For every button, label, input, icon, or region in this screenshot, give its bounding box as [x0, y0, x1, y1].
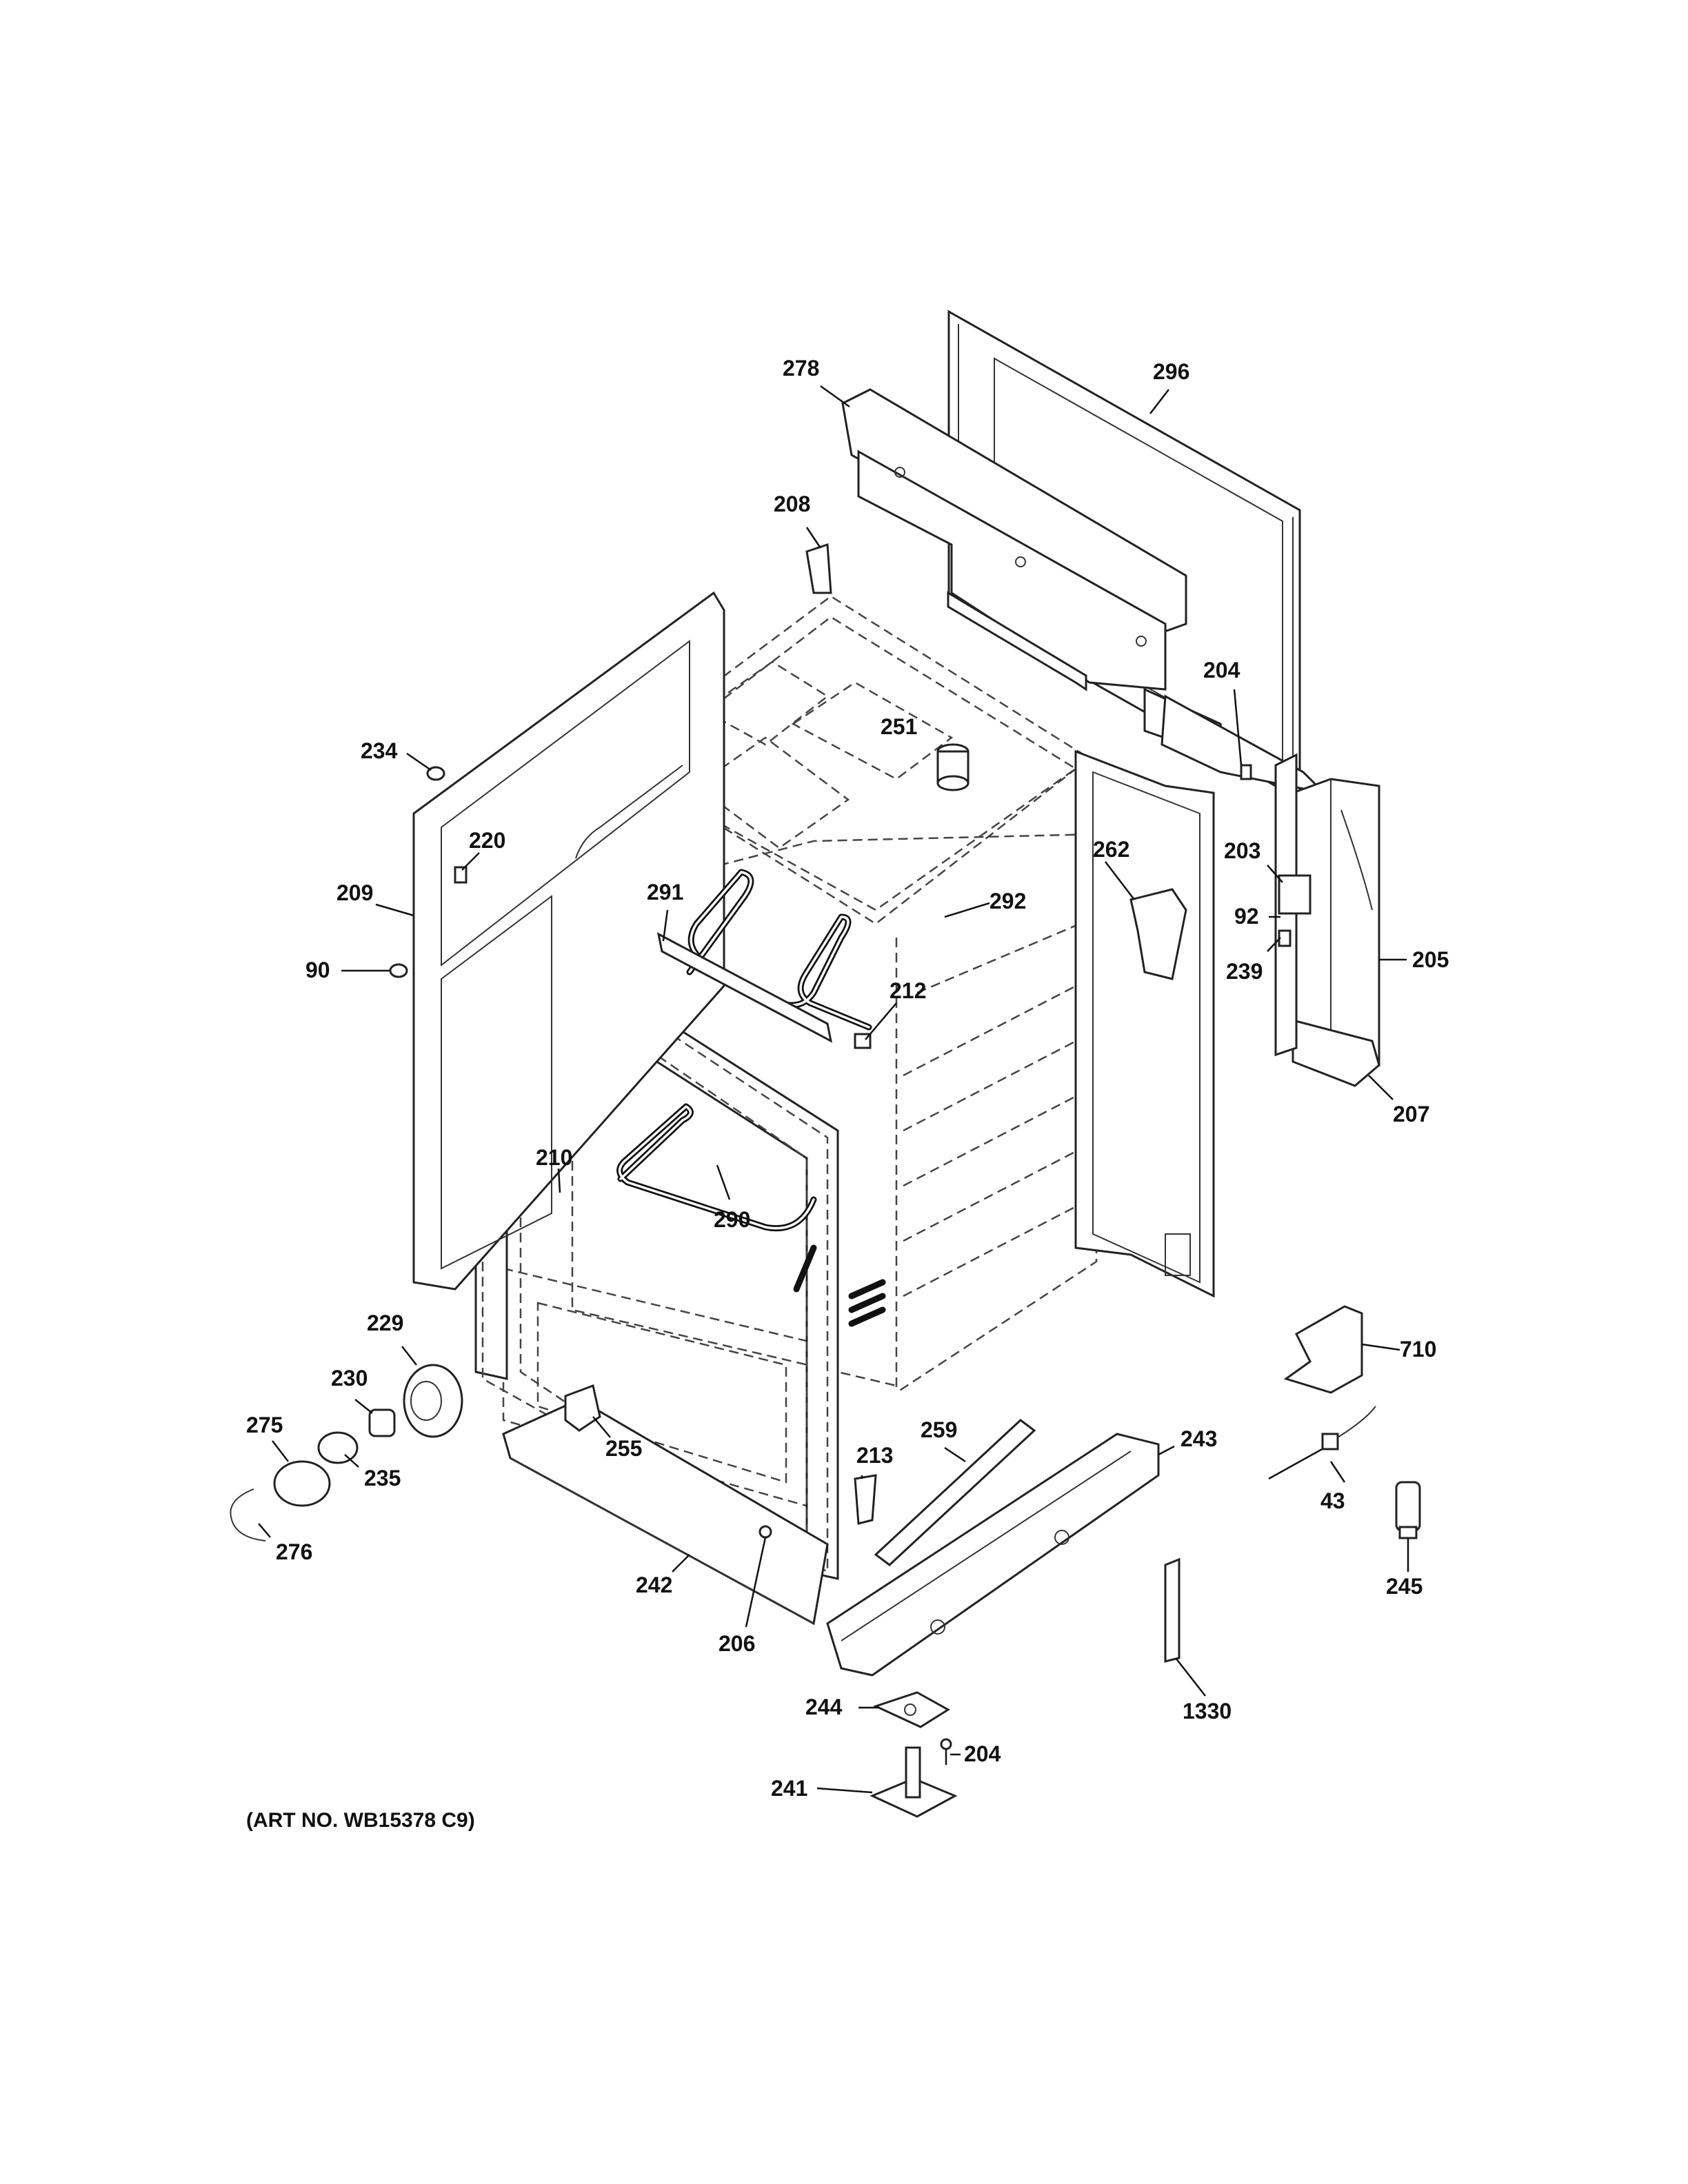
leveling-foot: [870, 1746, 958, 1818]
screw-small: [940, 1738, 952, 1765]
callout-207: 207: [1393, 1102, 1429, 1126]
oven-light-assembly: [230, 1364, 463, 1541]
leveling-leg: [1395, 1481, 1421, 1539]
anti-tip-bracket: [1283, 1305, 1363, 1394]
callout-291: 291: [647, 880, 683, 904]
side-panel: [412, 591, 725, 1291]
callout-251: 251: [881, 714, 917, 739]
vent-duct: [936, 743, 969, 791]
callout-234: 234: [361, 738, 398, 763]
callout-230: 230: [331, 1366, 368, 1391]
bracket: [1164, 1557, 1180, 1663]
bake-element: [616, 1103, 886, 1327]
callout-213: 213: [856, 1443, 893, 1468]
temperature-sensor: [1268, 1406, 1376, 1480]
callout-1330: 1330: [1183, 1699, 1232, 1723]
callout-212: 212: [890, 978, 926, 1003]
callout-275: 275: [246, 1413, 283, 1437]
callout-90: 90: [305, 958, 330, 982]
wire-cover-group: [1274, 753, 1380, 1087]
right-side-panel: [1074, 749, 1215, 1298]
callout-710: 710: [1400, 1337, 1436, 1362]
callout-220: 220: [469, 828, 505, 853]
art-number: (ART NO. WB15378 C9): [246, 1809, 475, 1832]
callout-205: 205: [1412, 947, 1449, 972]
callout-259: 259: [921, 1417, 957, 1442]
callout-204: 204: [1203, 658, 1240, 682]
callout-210: 210: [536, 1145, 572, 1170]
callout-203: 203: [1224, 838, 1260, 863]
leader-lines: [258, 385, 1409, 1794]
callout-235: 235: [364, 1466, 401, 1490]
base-frame: [826, 1433, 1160, 1677]
callout-239: 239: [1226, 959, 1263, 984]
sensor-bracket: [1129, 888, 1187, 980]
callout-229: 229: [367, 1311, 403, 1335]
callout-43: 43: [1320, 1488, 1345, 1513]
callout-204-bottom: 204: [964, 1741, 1001, 1766]
callout-241: 241: [771, 1776, 807, 1801]
callout-278: 278: [783, 356, 819, 381]
callout-276: 276: [276, 1539, 312, 1564]
broil-element: [656, 869, 872, 1043]
callout-labels: 278 296 208 204 251 234 220 209 90 262 2…: [246, 356, 1449, 1801]
callout-243: 243: [1180, 1426, 1217, 1451]
callout-296: 296: [1153, 359, 1189, 384]
callout-244: 244: [805, 1695, 843, 1719]
callout-209: 209: [336, 880, 373, 905]
fasteners: [389, 543, 1252, 1049]
callout-290: 290: [714, 1207, 750, 1232]
leg-plate: [872, 1691, 950, 1728]
callout-255: 255: [605, 1436, 642, 1461]
callout-292: 292: [989, 889, 1026, 913]
callout-206: 206: [719, 1631, 755, 1656]
callout-245: 245: [1386, 1574, 1423, 1599]
callout-208: 208: [774, 492, 810, 516]
bottom-panel: [502, 1384, 829, 1626]
callout-262: 262: [1093, 837, 1129, 862]
callout-92: 92: [1234, 904, 1259, 929]
drawer-rail: [854, 1419, 1036, 1566]
callout-242: 242: [636, 1573, 672, 1597]
